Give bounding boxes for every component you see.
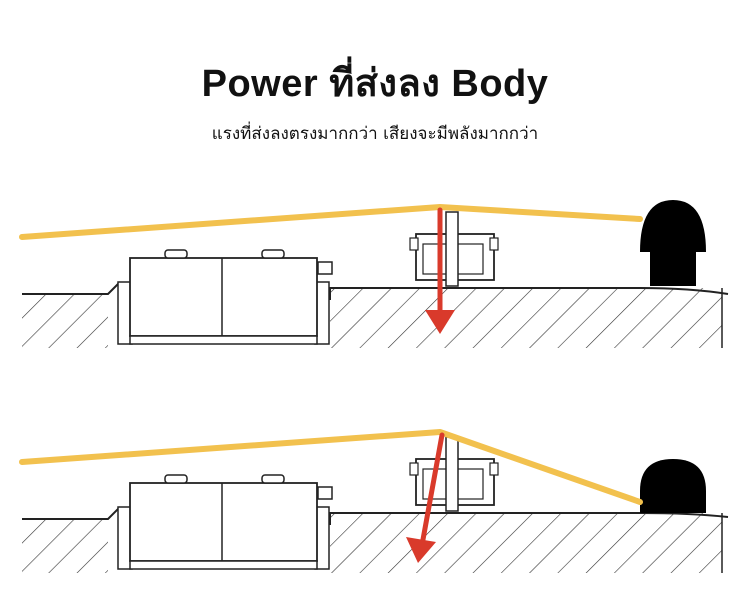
diagram-top (19, 200, 729, 348)
bridge-housing (117, 474, 333, 570)
page-title: Power ที่ส่งลง Body (201, 63, 549, 105)
body-surface (22, 506, 729, 573)
saddle (409, 436, 499, 512)
end-piece (640, 200, 706, 286)
end-piece (640, 459, 706, 513)
string-line (19, 204, 643, 240)
diagram-bottom (19, 429, 729, 573)
page-subtitle: แรงที่ส่งลงตรงมากกว่า เสียงจะมีพลังมากกว… (211, 124, 539, 144)
force-arrow (406, 432, 445, 563)
string-line (19, 429, 643, 505)
force-arrow (425, 207, 455, 334)
bridge-housing (117, 249, 333, 345)
body-surface (22, 281, 729, 348)
saddle (409, 211, 499, 287)
